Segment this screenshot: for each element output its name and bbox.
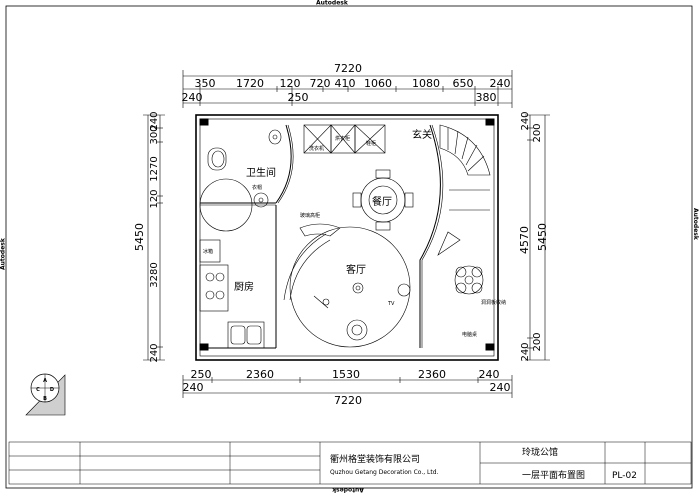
staircase bbox=[439, 124, 491, 211]
border-label-top: Autodesk bbox=[316, 0, 349, 7]
note-hanger: 衣帽 bbox=[252, 184, 262, 191]
bathroom-fixtures bbox=[199, 129, 282, 232]
entry-cabinets bbox=[303, 124, 386, 154]
top-dim-9: 240 bbox=[490, 77, 511, 90]
bottom-dim-3: 1530 bbox=[332, 368, 360, 381]
note-dryer: 烘衣柜 bbox=[335, 135, 350, 142]
right-dimension-lines bbox=[525, 114, 550, 361]
top-dim-2: 1720 bbox=[236, 77, 264, 90]
border-label-left: Autodesk bbox=[0, 237, 7, 270]
note-fridge: 冰箱 bbox=[203, 248, 213, 255]
left-dim-5: 3280 bbox=[149, 262, 160, 287]
top-total-dimension: 7220 bbox=[334, 62, 362, 75]
note-washer: 洗衣机 bbox=[309, 145, 324, 152]
study-furniture bbox=[437, 231, 484, 295]
elevation-index-symbol bbox=[25, 373, 66, 416]
bottom-dim-row2-1: 240 bbox=[183, 381, 204, 394]
top-dim-1: 350 bbox=[195, 77, 216, 90]
drawing-name: 一层平面布置图 bbox=[522, 469, 585, 481]
room-label-entry: 玄关 bbox=[412, 128, 432, 141]
left-dim-1: 240 bbox=[149, 111, 160, 130]
note-glass-cabinet: 玻璃高柜 bbox=[300, 212, 320, 219]
living-furniture bbox=[283, 223, 411, 348]
note-av-storage: 洞洞板收纳 bbox=[481, 299, 506, 306]
kitchen-fixtures bbox=[199, 239, 265, 349]
border-label-right: Autodesk bbox=[692, 208, 699, 241]
top-dim-6: 1060 bbox=[364, 77, 392, 90]
bottom-dim-1: 250 bbox=[191, 368, 212, 381]
left-total-dimension: 5450 bbox=[133, 223, 146, 251]
elevation-letter-c: C bbox=[36, 387, 40, 393]
bottom-dim-row2-2: 240 bbox=[490, 381, 511, 394]
drawing-number: PL-02 bbox=[612, 471, 637, 481]
title-block-frame bbox=[8, 441, 692, 485]
top-dim-7: 1080 bbox=[412, 77, 440, 90]
elevation-letter-b: B bbox=[43, 396, 47, 402]
building-walls bbox=[195, 114, 499, 361]
room-label-bathroom: 卫生间 bbox=[246, 166, 276, 179]
top-dim-4: 720 bbox=[310, 77, 331, 90]
sheet-border bbox=[5, 5, 693, 489]
left-dim-3: 1270 bbox=[149, 156, 160, 181]
right-dim-1: 240 bbox=[520, 111, 531, 130]
note-computer-desk: 电脑桌 bbox=[462, 331, 477, 338]
right-dim-2: 200 bbox=[532, 123, 543, 142]
top-dim-5: 410 bbox=[335, 77, 356, 90]
bottom-dim-4: 2360 bbox=[418, 368, 446, 381]
bottom-dim-5: 240 bbox=[479, 368, 500, 381]
bottom-total-dimension: 7220 bbox=[334, 394, 362, 407]
note-tv: TV bbox=[387, 301, 395, 307]
bottom-dim-2: 2360 bbox=[246, 368, 274, 381]
right-dim-5: 200 bbox=[532, 332, 543, 351]
elevation-letter-d: D bbox=[50, 387, 54, 393]
company-name-en: Quzhou Getang Decoration Co., Ltd. bbox=[330, 469, 439, 476]
left-dim-4: 120 bbox=[149, 189, 160, 208]
bottom-dimension-lines bbox=[182, 375, 513, 398]
right-dim-4: 240 bbox=[520, 342, 531, 361]
right-total-dimension: 5450 bbox=[536, 223, 549, 251]
dining-set bbox=[352, 169, 414, 231]
room-label-living: 客厅 bbox=[346, 263, 366, 276]
room-label-kitchen: 厨房 bbox=[234, 280, 254, 293]
top-dimension-lines bbox=[182, 70, 513, 108]
border-label-bottom: Autodesk bbox=[331, 486, 364, 493]
note-shoe: 鞋柜 bbox=[366, 140, 376, 147]
top-dim-row2-3: 380 bbox=[476, 91, 497, 104]
left-dimension-lines bbox=[143, 114, 165, 361]
project-name: 玲珑公馆 bbox=[522, 446, 558, 458]
left-dim-6: 240 bbox=[149, 343, 160, 362]
elevation-letter-a: A bbox=[43, 378, 47, 384]
room-label-dining: 餐厅 bbox=[372, 195, 392, 208]
right-dim-3: 4570 bbox=[518, 226, 531, 254]
left-dim-2: 300 bbox=[149, 125, 160, 144]
top-dim-8: 650 bbox=[453, 77, 474, 90]
top-dim-3: 120 bbox=[280, 77, 301, 90]
top-dim-row2-1: 240 bbox=[182, 91, 203, 104]
company-name-cn: 衢州格堂装饰有限公司 bbox=[330, 453, 420, 465]
top-dim-row2-2: 250 bbox=[288, 91, 309, 104]
